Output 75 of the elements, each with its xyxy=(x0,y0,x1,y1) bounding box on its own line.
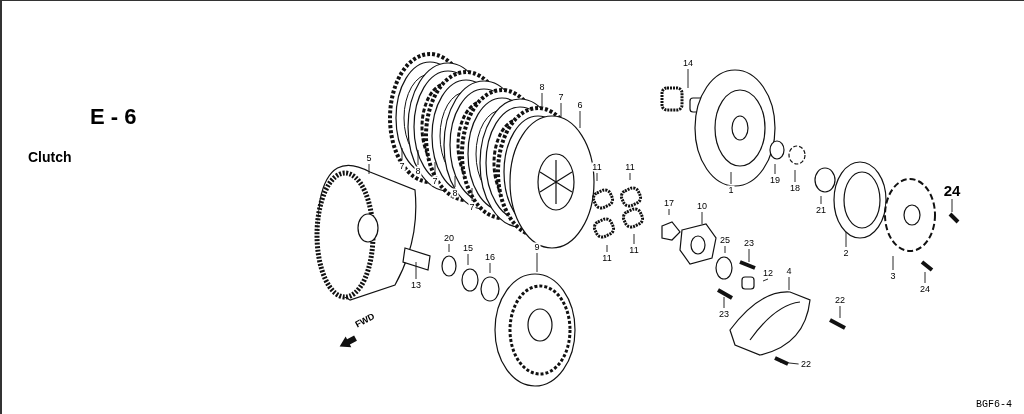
leader-line xyxy=(541,92,543,107)
callout-number: 20 xyxy=(443,233,455,243)
callout-number: 15 xyxy=(462,243,474,253)
callout-number: 7 xyxy=(398,161,406,171)
callout-number: 11 xyxy=(601,253,613,263)
leader-line xyxy=(368,163,370,175)
leader-line xyxy=(892,255,894,271)
callout-number: 11 xyxy=(591,162,603,172)
leader-line xyxy=(762,278,769,282)
leader-line xyxy=(454,175,456,188)
callout-number: 25 xyxy=(719,235,731,245)
leader-line xyxy=(415,261,417,280)
callout-number: 16 xyxy=(484,252,496,262)
callout-number: 10 xyxy=(696,201,708,211)
callout-number: 19 xyxy=(769,175,781,185)
callout-number: 11 xyxy=(628,245,640,255)
leader-line xyxy=(951,198,953,213)
leader-line xyxy=(629,172,631,181)
leader-line xyxy=(774,163,776,175)
callout-number: 9 xyxy=(533,242,541,252)
callout-number: 21 xyxy=(815,205,827,215)
leader-line xyxy=(579,110,581,129)
callout-number: 14 xyxy=(682,58,694,68)
leader-line xyxy=(668,208,670,216)
callout-number: 6 xyxy=(576,100,584,110)
leader-line xyxy=(687,68,689,89)
leader-line xyxy=(724,245,726,254)
leader-line xyxy=(633,233,635,245)
leader-line xyxy=(701,211,703,225)
leader-line xyxy=(788,276,790,291)
callout-number: 8 xyxy=(538,82,546,92)
callout-number: 7 xyxy=(557,92,565,102)
callout-number: 5 xyxy=(365,153,373,163)
callout-number: 1 xyxy=(727,185,735,195)
leader-line xyxy=(434,161,436,176)
callout-number: 18 xyxy=(789,183,801,193)
leader-line xyxy=(417,149,419,166)
leader-line xyxy=(489,262,491,274)
callout-number: 2 xyxy=(842,248,850,258)
leader-line xyxy=(779,361,800,365)
drawing-code: BGF6-4 xyxy=(976,400,1012,410)
leader-line xyxy=(606,244,608,253)
leader-line xyxy=(924,271,926,284)
leader-line xyxy=(845,231,847,248)
leader-line xyxy=(467,253,469,266)
callout-number: 23 xyxy=(718,309,730,319)
callout-number: 17 xyxy=(663,198,675,208)
callout-number: 22 xyxy=(834,295,846,305)
diagram-title: E - 6 xyxy=(90,106,137,128)
callout-number: 23 xyxy=(743,238,755,248)
leader-line xyxy=(820,195,822,205)
callout-number: 3 xyxy=(889,271,897,281)
direction-label: FWD xyxy=(353,311,377,330)
callout-number: 8 xyxy=(414,166,422,176)
leader-line xyxy=(401,147,403,161)
leader-line xyxy=(596,172,598,182)
section-name: Clutch xyxy=(28,150,72,164)
leader-line xyxy=(560,102,562,118)
callout-number: 22 xyxy=(800,359,812,369)
leader-line xyxy=(730,171,732,185)
callout-number: 8 xyxy=(451,188,459,198)
leader-line xyxy=(471,187,473,202)
leader-line xyxy=(448,243,450,253)
callout-number: 11 xyxy=(624,162,636,172)
callout-number: 7 xyxy=(468,202,476,212)
leader-line xyxy=(748,248,750,263)
leader-line xyxy=(723,296,725,309)
callout-number: 12 xyxy=(762,268,774,278)
leader-line xyxy=(536,252,538,273)
callout-number: 4 xyxy=(785,266,793,276)
callout-number: 24 xyxy=(919,284,931,294)
leader-line xyxy=(839,305,841,319)
callout-number: 13 xyxy=(410,280,422,290)
callout-number: 7 xyxy=(431,176,439,186)
leader-line xyxy=(794,169,796,183)
